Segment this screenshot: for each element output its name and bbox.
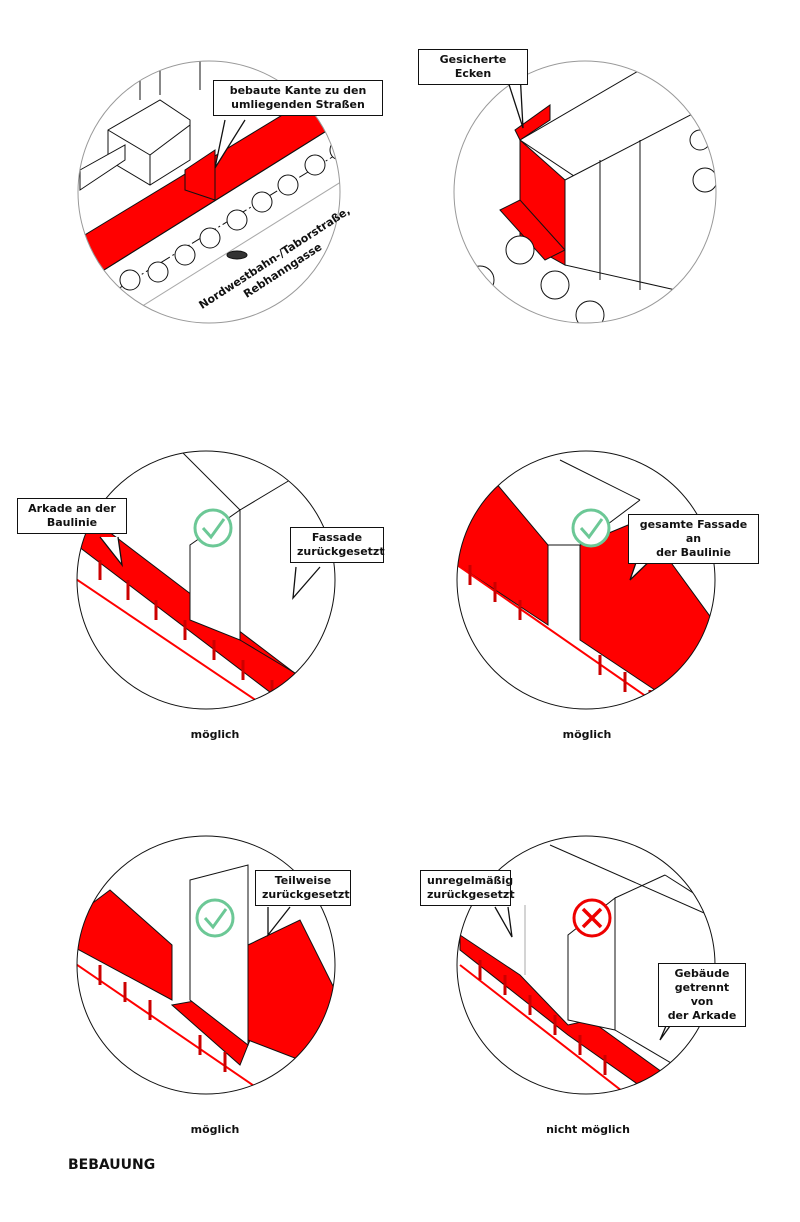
callout-facade-setback: Fassade zurückgesetzt [290, 527, 385, 563]
check-icon [193, 508, 233, 548]
callout-full-facade: gesamte Fassade an der Baulinie [628, 514, 759, 564]
check-icon [571, 508, 611, 548]
callout-secured-corners: Gesicherte Ecken [418, 49, 528, 85]
page-title: BEBAUUNG [68, 1157, 156, 1173]
callout-building-separated: Gebäude getrennt von der Arkade [658, 963, 746, 1027]
panel-full-facade [457, 459, 715, 709]
check-icon [195, 898, 235, 938]
caption-not-possible: nicht möglich [546, 1123, 630, 1136]
cross-icon [572, 898, 612, 938]
caption-possible: möglich [562, 728, 612, 741]
caption-possible: möglich [190, 728, 240, 741]
car-icon [226, 250, 248, 260]
callout-arcade: Arkade an der Baulinie [17, 498, 127, 534]
caption-possible: möglich [190, 1123, 240, 1136]
callout-partial-setback: Teilweise zurückgesetzt [255, 870, 351, 906]
callout-irregular-setback: unregelmäßig zurückgesetzt [420, 870, 515, 906]
panel-secured-corners [465, 69, 716, 323]
callout-built-edge: bebaute Kante zu den umliegenden Straßen [213, 80, 383, 116]
